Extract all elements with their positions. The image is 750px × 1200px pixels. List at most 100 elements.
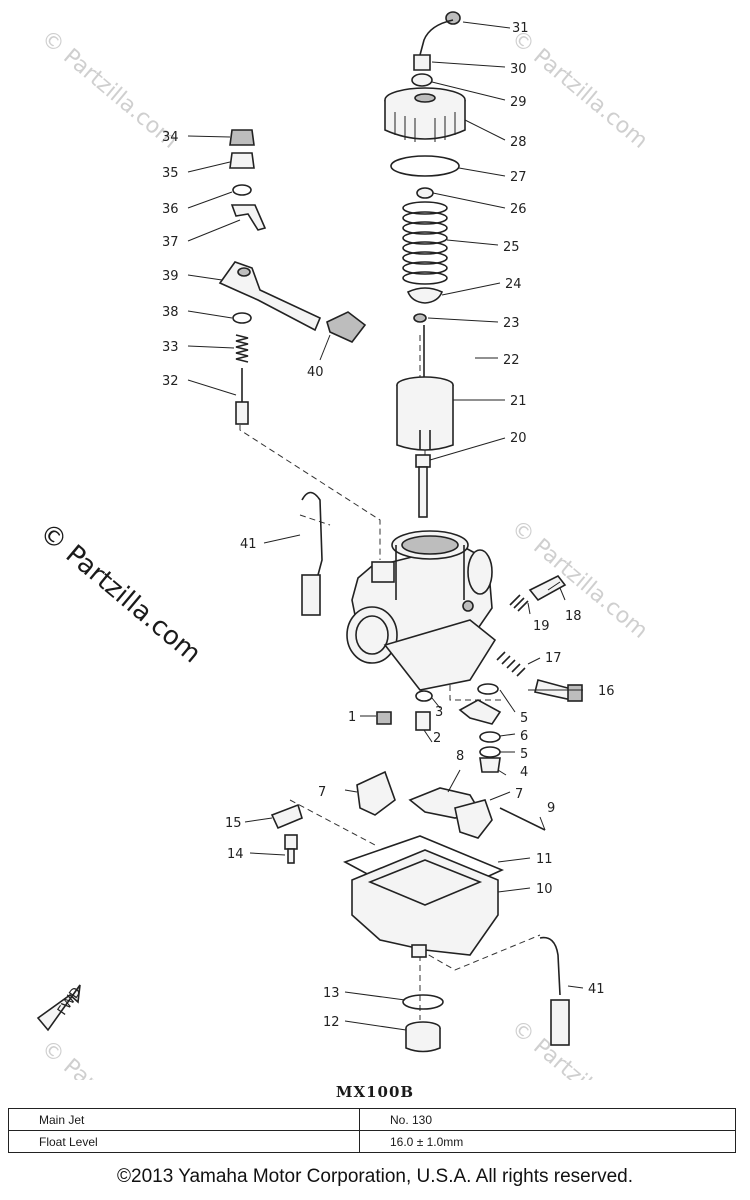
callout-numbers: 31 30 29 28 27 26 25 24 23 22 21 20 34 3… <box>162 21 615 1030</box>
part-41-overflow-hose-upper <box>301 491 323 616</box>
part-38-washer <box>232 312 252 324</box>
callout-40: 40 <box>307 365 324 380</box>
callout-3: 3 <box>435 705 443 720</box>
callout-39: 39 <box>162 269 179 284</box>
watermark-mid-right: © Partzilla.com <box>506 515 652 643</box>
spec-label-float-level: Float Level <box>8 1130 360 1153</box>
callout-7-right: 7 <box>515 787 523 802</box>
part-5-washer-mid <box>479 731 501 743</box>
callout-29: 29 <box>510 95 527 110</box>
callout-14: 14 <box>227 847 244 862</box>
callout-17: 17 <box>545 651 562 666</box>
leader-lines <box>187 21 584 1031</box>
part-36-washer <box>232 184 252 196</box>
top-cap-assembly <box>384 11 466 518</box>
spec-table: Main Jet No. 130 Float Level 16.0 ± 1.0m… <box>8 1108 736 1153</box>
callout-32: 32 <box>162 374 179 389</box>
callout-4: 4 <box>520 765 528 780</box>
spec-label-main-jet: Main Jet <box>8 1108 360 1131</box>
part-15-bracket <box>270 803 303 830</box>
part-21-throttle-valve <box>396 376 454 451</box>
callout-10: 10 <box>536 882 553 897</box>
callout-41-lower: 41 <box>588 982 605 997</box>
part-30-cable-guide-base <box>413 54 431 71</box>
callout-25: 25 <box>503 240 520 255</box>
copyright-notice: ©2013 Yamaha Motor Corporation, U.S.A. A… <box>117 1166 633 1187</box>
callout-21: 21 <box>510 394 527 409</box>
callout-6: 6 <box>520 729 528 744</box>
callout-12: 12 <box>323 1015 340 1030</box>
callout-16: 16 <box>598 684 615 699</box>
part-14-screw <box>284 834 298 864</box>
callout-38: 38 <box>162 305 179 320</box>
spec-value-float-level: 16.0 ± 1.0mm <box>359 1130 736 1153</box>
part-12-drain-plug <box>405 1021 441 1053</box>
callout-18: 18 <box>565 609 582 624</box>
callout-34: 34 <box>162 130 179 145</box>
part-7-float-left <box>356 770 396 816</box>
part-30-cable-guide <box>419 19 454 56</box>
callout-1: 1 <box>348 710 356 725</box>
part-28-top-cap <box>384 87 466 142</box>
float-assembly <box>356 770 546 839</box>
watermark-main: © Partzilla.com <box>34 517 207 669</box>
callout-8: 8 <box>456 749 464 764</box>
part-35-plunger-nut <box>229 152 255 169</box>
callout-41-upper: 41 <box>240 537 257 552</box>
callout-31: 31 <box>512 21 529 36</box>
callout-19: 19 <box>533 619 550 634</box>
part-2-main-jet <box>415 711 431 731</box>
callout-26: 26 <box>510 202 527 217</box>
part-40-lever-knob <box>326 311 367 343</box>
callout-2: 2 <box>433 731 441 746</box>
spec-value-main-jet: No. 130 <box>359 1108 736 1131</box>
watermarks: © Partzilla.com © Partzilla.com © Partzi… <box>34 25 653 1080</box>
part-13-o-ring <box>402 994 444 1010</box>
callout-28: 28 <box>510 135 527 150</box>
table-row: Float Level 16.0 ± 1.0mm <box>8 1130 736 1153</box>
float-bowl-assembly <box>270 803 505 1053</box>
model-label: MX100B <box>335 1083 415 1101</box>
part-26-spring-seat <box>416 187 434 199</box>
part-32-starter-plunger <box>235 368 249 425</box>
callout-37: 37 <box>162 235 179 250</box>
part-25-throttle-spring <box>402 201 448 285</box>
part-7-float-right <box>454 799 493 839</box>
part-5-washer-top <box>477 683 499 695</box>
part-20-needle-jet <box>415 454 431 518</box>
callout-9: 9 <box>547 801 555 816</box>
callout-20: 20 <box>510 431 527 446</box>
watermark-bottom-left: © Partzilla.com <box>36 1035 182 1080</box>
watermark-top-left: © Partzilla.com <box>36 25 182 153</box>
callout-11: 11 <box>536 852 553 867</box>
part-19-spring <box>509 594 529 612</box>
watermark-bottom-right: © Partzilla.com <box>506 1015 652 1080</box>
part-10-float-bowl <box>351 849 499 958</box>
side-screws <box>496 574 583 702</box>
callout-5-top: 5 <box>520 711 528 726</box>
part-6-float-pin-retainer <box>458 699 502 725</box>
part-1-pilot-jet <box>376 711 392 725</box>
fwd-arrow-icon: FWD <box>36 984 85 1032</box>
part-39-starter-lever <box>218 261 322 332</box>
part-17-spring <box>496 651 526 677</box>
watermark-top-right: © Partzilla.com <box>506 25 652 153</box>
callout-13: 13 <box>323 986 340 1001</box>
part-29-nut <box>411 73 433 87</box>
part-34-plunger-cap <box>229 129 255 146</box>
callout-15: 15 <box>225 816 242 831</box>
part-4-valve-seat <box>479 757 501 773</box>
table-row: Main Jet No. 130 <box>8 1108 736 1131</box>
part-3-washer <box>415 690 433 702</box>
callout-24: 24 <box>505 277 522 292</box>
part-23-clip <box>413 313 427 323</box>
carburetor-body <box>346 530 497 691</box>
callout-22: 22 <box>503 353 520 368</box>
part-31-adjuster-nut <box>445 11 461 25</box>
carburetor-exploded-diagram: © Partzilla.com © Partzilla.com © Partzi… <box>34 11 653 1080</box>
jet-assembly <box>376 683 502 773</box>
callout-36: 36 <box>162 202 179 217</box>
part-33-plunger-spring <box>235 334 249 363</box>
callout-23: 23 <box>503 316 520 331</box>
callout-35: 35 <box>162 166 179 181</box>
